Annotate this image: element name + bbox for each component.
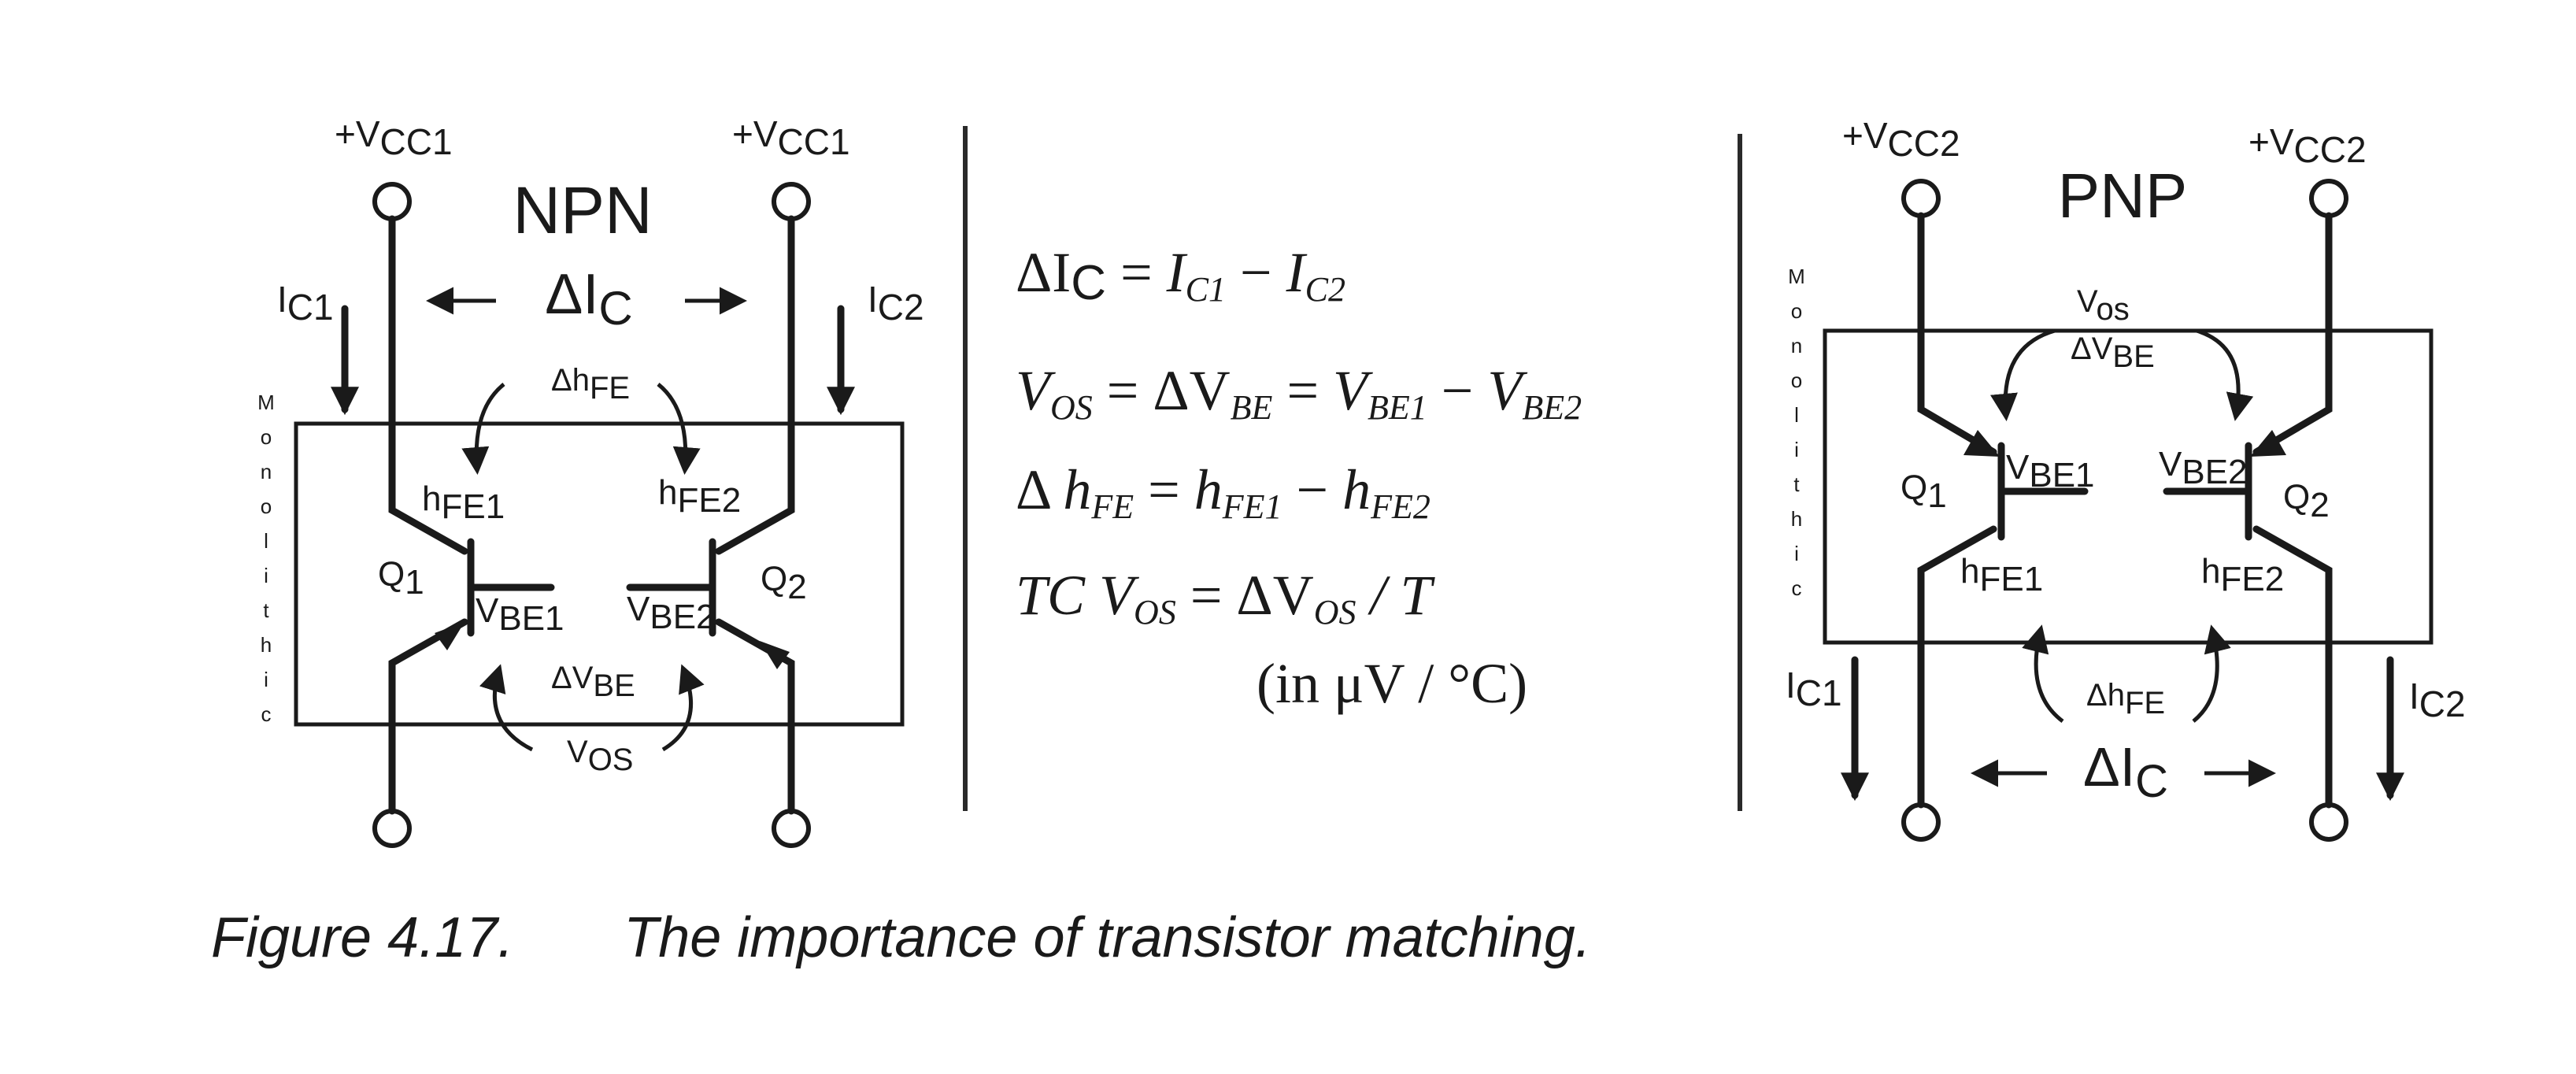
pnp-delta-hfe-label: ΔhFE [2086,678,2165,720]
npn-q2-collector-wire [715,215,795,555]
pnp-q2-label: Q2 [2283,478,2330,524]
equation-vos: VOS = ΔVBE = VBE1 − VBE2 [1016,359,1582,427]
pnp-vbe2-label: VBE2 [2159,445,2248,491]
pnp-ic1-label: IC1 [1786,665,1842,713]
pnp-q1-label: Q1 [1901,468,1947,515]
npn-q1-emitter-arrow [435,622,464,650]
npn-vbe1-label: VBE1 [476,591,564,638]
equation-delta-hfe: Δ hFE = hFE1 − hFE2 [1016,458,1430,526]
pnp-delta-hfe-arrow-right [2192,624,2231,723]
caption-text: The importance of transistor matching. [624,906,1591,969]
npn-hfe2-label: hFE2 [658,473,741,520]
pnp-q1-emitter-arrow [1963,430,2000,457]
pnp-vos-label: Vos [2077,284,2130,327]
npn-q2-emitter-arrow [760,641,790,669]
npn-terminal-top-right [772,182,811,221]
pnp-q2-emitter-wire [2252,212,2333,456]
npn-vos-arrow-left [479,664,534,752]
equation-units: (in μV / °C) [1257,652,1527,715]
npn-q2-label: Q2 [761,560,807,606]
npn-vos-label: VOS [567,735,633,777]
figure-caption: Figure 4.17. The importance of transistor… [211,905,1591,970]
pnp-delta-vbe-label: ΔVBE [2071,331,2155,374]
npn-terminal-bottom-left [372,809,412,848]
pnp-monolithic-box [1823,328,2434,645]
pnp-ic2-label: IC2 [2409,676,2466,724]
pnp-q2-emitter-arrow [2250,430,2286,457]
equation-tc-vos: TC VOS = ΔVOS / T [1016,564,1436,631]
caption-label: Figure 4.17. [211,906,514,969]
npn-delta-hfe-arrow-right [657,383,701,475]
pnp-q1-collector-wire [1917,525,1997,809]
pnp-q2-collector-wire [2252,525,2333,809]
pnp-vos-arrow-right [2196,328,2254,421]
pnp-q1-emitter-wire [1917,212,1997,456]
equation-delta-ic: ΔIC = IC1 − IC2 [1016,241,1345,310]
npn-vos-arrow-right [661,664,705,752]
pnp-hfe2-label: hFE2 [2201,552,2284,598]
pnp-hfe1-label: hFE1 [1960,552,2043,598]
npn-terminal-bottom-right [772,809,811,848]
equations-panel: ΔIC = IC1 − IC2 VOS = ΔVBE = VBE1 − VBE2… [1016,241,1582,715]
npn-delta-vbe-label: ΔVBE [551,661,635,703]
npn-q2-emitter-wire [715,618,795,815]
pnp-title: PNP [2058,161,2188,231]
pnp-delta-ic-label: ΔIC [2083,736,2168,807]
npn-title: NPN [513,173,652,247]
pnp-delta-hfe-arrow-left [2022,624,2064,723]
npn-vbe2-label: VBE2 [627,590,716,636]
npn-vcc-left-label: +VCC1 [335,113,453,162]
pnp-vcc-left-label: +VCC2 [1842,115,1960,164]
pnp-vbe1-label: VBE1 [2006,448,2095,494]
npn-q1-emitter-wire [388,618,468,815]
npn-terminal-top-left [372,182,412,221]
npn-monolithic-box [294,421,905,727]
pnp-panel: PNP +VCC2 +VCC2 IC1 IC2 Vos ΔVBE VBE1 VB… [1786,115,2466,842]
npn-panel: NPN +VCC1 +VCC1 IC1 IC2 ΔIC ΔhFE [257,113,924,848]
npn-vcc-right-label: +VCC1 [732,113,850,162]
pnp-terminal-top-left [1901,179,1941,218]
npn-delta-ic-label: ΔIC [545,263,632,335]
npn-hfe1-label: hFE1 [422,480,505,526]
npn-q1-collector-wire [388,215,468,555]
pnp-terminal-bottom-left [1901,802,1941,842]
npn-delta-hfe-label: ΔhFE [551,363,630,406]
npn-ic1-label: IC1 [277,279,334,328]
npn-q1-label: Q1 [378,555,424,602]
pnp-vos-arrow-left [1990,328,2056,421]
pnp-terminal-bottom-right [2309,802,2348,842]
npn-ic2-label: IC2 [868,279,924,328]
npn-delta-hfe-arrow-left [461,383,505,475]
pnp-terminal-top-right [2309,179,2348,218]
pnp-vcc-right-label: +VCC2 [2248,121,2367,170]
